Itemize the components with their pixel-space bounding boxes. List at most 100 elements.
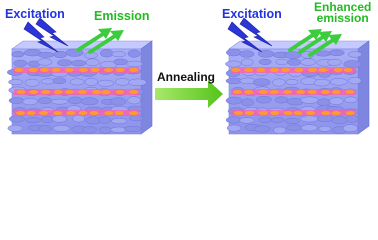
- left-emission-arrowheads: [98, 28, 124, 41]
- left-film-grain: [128, 78, 147, 86]
- emission-label: emission: [316, 11, 369, 25]
- right-film-grain: [329, 97, 344, 105]
- left-excitation-label: Excitation: [5, 7, 65, 21]
- emissive-grain: [129, 90, 139, 94]
- right-film-grain: [348, 76, 362, 85]
- emissive-grain: [41, 90, 51, 94]
- left-emissive-layers: [14, 67, 139, 116]
- emissive-grain: [321, 111, 331, 115]
- left-film-grain: [111, 117, 128, 125]
- left-film-grain: [22, 98, 38, 106]
- left-film-grain: [127, 49, 141, 58]
- emissive-grain: [92, 90, 101, 94]
- emissive-grain: [270, 111, 280, 115]
- emissive-grain: [307, 90, 317, 94]
- left-film-grain: [53, 50, 68, 59]
- emissive-grain: [283, 90, 293, 94]
- right-film-grain: [258, 116, 273, 123]
- right-film-grain: [327, 58, 342, 66]
- right-emissive-layers: [231, 67, 356, 116]
- left-film-grain: [13, 59, 28, 67]
- emissive-grain: [39, 111, 48, 115]
- emissive-grain: [16, 111, 25, 115]
- emissive-grain: [244, 111, 254, 115]
- right-emissive-layer: [231, 89, 356, 95]
- right-film-grain: [239, 117, 255, 124]
- annealing-arrow-icon: [155, 80, 223, 108]
- right-film-grain: [225, 96, 243, 105]
- left-film-grain: [37, 58, 53, 66]
- right-emissive-layer: [231, 110, 356, 116]
- right-film-grain: [300, 115, 319, 123]
- right-film-grain: [258, 58, 272, 65]
- emissive-grain: [129, 111, 139, 115]
- enhanced-label: Enhanced: [314, 0, 372, 14]
- emissive-grain: [308, 68, 318, 72]
- right-film-grain: [239, 50, 255, 58]
- left-film-grain: [52, 124, 71, 132]
- left-emission-label: Emission: [94, 9, 150, 23]
- emissive-grain: [270, 68, 279, 72]
- diagram-artwork: [6, 17, 370, 135]
- left-film-grain: [51, 115, 67, 123]
- emissive-grain: [345, 90, 355, 94]
- left-film-grain: [80, 97, 99, 106]
- emissive-grain: [16, 90, 26, 94]
- right-film-block: [225, 40, 370, 135]
- emissive-grain: [333, 68, 343, 72]
- emissive-grain: [345, 111, 355, 115]
- emissive-grain: [231, 68, 241, 72]
- left-film-grain: [100, 49, 114, 58]
- emissive-grain: [343, 68, 353, 72]
- emissive-grain: [256, 68, 266, 72]
- emissive-grain: [318, 68, 328, 72]
- emissive-grain: [51, 68, 61, 72]
- left-film-grain: [84, 77, 98, 86]
- emissive-grain: [89, 111, 99, 115]
- emissive-grain: [115, 68, 125, 72]
- right-emission-arrowheads: [308, 29, 342, 45]
- left-film-grain: [8, 79, 24, 85]
- emissive-grain: [114, 111, 124, 115]
- emissive-grain: [281, 68, 290, 72]
- left-film-grain: [37, 97, 52, 104]
- left-film-grain: [97, 79, 114, 87]
- emissive-grain: [78, 111, 88, 115]
- emissive-grain: [258, 111, 268, 115]
- right-film-grain: [274, 96, 289, 104]
- emissive-grain: [233, 90, 242, 94]
- emissive-grain: [294, 68, 304, 72]
- left-film-grain: [98, 116, 112, 124]
- left-film-grain: [25, 78, 40, 87]
- emissive-grain: [104, 111, 114, 115]
- emissive-grain: [331, 111, 341, 115]
- left-film-grain: [125, 60, 143, 68]
- emissive-grain: [331, 90, 341, 94]
- left-emissive-layer: [14, 89, 139, 95]
- emissive-grain: [64, 68, 74, 72]
- right-film-grain: [241, 98, 254, 107]
- right-film-grain: [316, 114, 334, 123]
- right-film-grain: [284, 117, 300, 125]
- left-film-grain: [38, 125, 52, 132]
- right-film-grain: [331, 116, 349, 125]
- left-film-grain: [8, 97, 25, 104]
- right-emission-arrow-icon: [288, 31, 338, 57]
- emissive-grain: [29, 90, 39, 94]
- right-film-grain: [272, 78, 286, 87]
- right-film-grain: [253, 125, 271, 133]
- emissive-grain: [293, 111, 303, 115]
- right-film-grain: [316, 98, 331, 106]
- left-film-grain: [25, 117, 41, 124]
- right-film-grain: [328, 49, 345, 56]
- left-film-grain: [50, 98, 69, 105]
- left-film-grain: [113, 58, 128, 66]
- right-film-grain: [300, 124, 318, 132]
- left-film-grain: [57, 59, 73, 67]
- right-film-grain: [287, 58, 302, 66]
- emissive-grain: [40, 68, 49, 72]
- right-film-grain: [329, 78, 348, 86]
- emissive-grain: [115, 90, 125, 94]
- right-film-grain: [275, 58, 289, 66]
- left-film-grain: [72, 114, 85, 123]
